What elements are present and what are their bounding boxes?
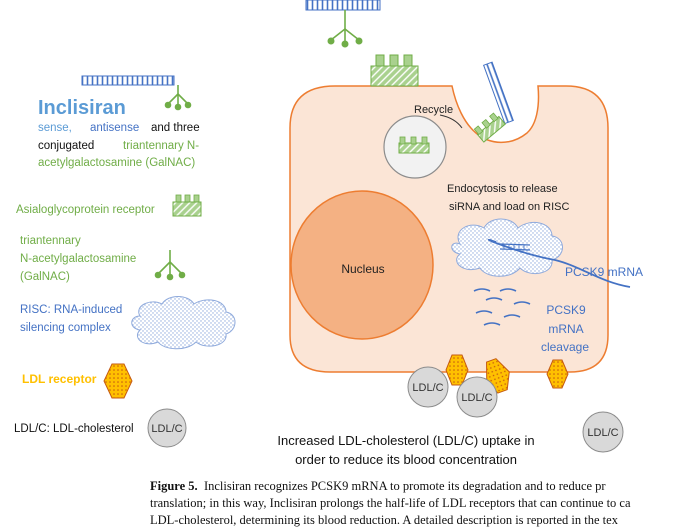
- caption-line-3: LDL-cholesterol, determining its blood r…: [150, 513, 618, 527]
- endosome-asgpr-icon: [398, 136, 430, 154]
- legend-risc-1: RISC: RNA-induced: [20, 304, 122, 316]
- cleavage-text-3: cleavage: [541, 340, 589, 354]
- mrna-fragments-icon: [473, 288, 531, 326]
- ldl-badge-1: LDL/C: [412, 382, 443, 394]
- legend-desc-and-three: and three: [151, 122, 200, 134]
- caption-label: Figure 5.: [150, 479, 198, 493]
- legend-ldlc-icon: [147, 408, 187, 448]
- ldl-particle-icon: [407, 366, 624, 453]
- endocytosis-text-1: Endocytosis to release: [447, 183, 558, 195]
- caption-text-1: Inclisiran recognizes PCSK9 mRNA to prom…: [203, 479, 606, 493]
- caption-line-2: translation; in this way, Inclisiran pro…: [150, 496, 631, 510]
- membrane-asgpr-icon: [370, 54, 419, 87]
- legend-galnac-1: triantennary: [20, 235, 81, 247]
- legend-desc-triantennary: triantennary N-: [123, 140, 199, 152]
- figure-caption: Figure 5. Inclisiran recognizes PCSK9 mR…: [150, 478, 680, 529]
- legend-inclisiran-icon: [81, 75, 192, 111]
- legend-galnac-2: N-acetylgalactosamine: [20, 253, 136, 265]
- ldl-badge-3: LDL/C: [587, 427, 618, 439]
- legend-ldlc-badge: LDL/C: [151, 423, 182, 435]
- legend-ldlc-label: LDL/C: LDL-cholesterol: [14, 423, 134, 435]
- inclisiran-entering-icon: [473, 61, 514, 143]
- caption-line-1: Figure 5. Inclisiran recognizes PCSK9 mR…: [150, 478, 680, 495]
- legend-galnac-3: (GalNAC): [20, 271, 70, 283]
- legend-asgpr-label: Asialoglycoprotein receptor: [16, 204, 155, 216]
- endocytosis-text-2: siRNA and load on RISC: [449, 201, 570, 213]
- recycle-arrow: [439, 114, 463, 129]
- inclisiran-top-icon: [305, 0, 381, 48]
- cleavage-text-2: mRNA: [548, 322, 583, 336]
- legend-asgpr-icon: [172, 194, 202, 217]
- legend-galnac-icon: [154, 250, 186, 281]
- nucleus-label: Nucleus: [341, 262, 384, 276]
- legend-title: Inclisiran: [38, 97, 126, 119]
- pcsk9-mrna-label: PCSK9 mRNA: [565, 265, 643, 279]
- ldl-badge-2: LDL/C: [461, 392, 492, 404]
- legend-desc-acetyl: acetylgalactosamine (GalNAC): [38, 157, 195, 169]
- legend-desc-antisense: antisense: [90, 122, 139, 134]
- recycle-label: Recycle: [414, 104, 453, 116]
- cleavage-text-1: PCSK9: [546, 303, 586, 317]
- legend-desc-conjugated: conjugated: [38, 140, 94, 152]
- pcsk9-mrna-strand: [487, 238, 631, 288]
- uptake-text-2: order to reduce its blood concentration: [295, 452, 517, 467]
- uptake-text-1: Increased LDL-cholesterol (LDL/C) uptake…: [277, 433, 534, 448]
- legend-desc-sense: sense,: [38, 122, 72, 134]
- legend-risc-2: silencing complex: [20, 322, 111, 334]
- nucleus: [290, 190, 434, 340]
- legend-ldlr-label: LDL receptor: [22, 372, 97, 386]
- legend-ldlr-icon: [103, 363, 133, 399]
- legend-risc-cloud-icon: [131, 296, 236, 350]
